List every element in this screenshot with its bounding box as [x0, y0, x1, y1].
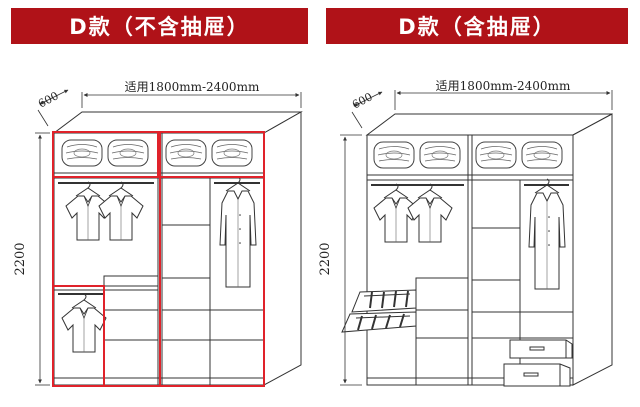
left-title: D款（不含抽屉）	[69, 15, 250, 39]
left-depth: 600	[36, 89, 61, 110]
left-height: 2200	[13, 242, 28, 275]
left-towel-1	[61, 139, 103, 167]
left-towel-2	[107, 139, 149, 167]
right-depth: 600	[350, 90, 375, 111]
right-height: 2200	[318, 242, 333, 275]
right-drawers	[503, 339, 573, 387]
right-towel-3	[475, 141, 517, 169]
right-pull-out-trays	[341, 289, 417, 333]
left-title-banner: D款（不含抽屉）	[11, 8, 308, 44]
right-title-banner: D款（含抽屉）	[326, 8, 628, 44]
left-towel-3	[165, 139, 207, 167]
right-towel-1	[373, 141, 415, 169]
right-size-range: 适用1800mm-2400mm	[436, 79, 571, 93]
right-towel-2	[419, 141, 461, 169]
left-highlight-outline	[52, 131, 265, 387]
left-dimension-lines	[35, 89, 302, 386]
right-towel-4	[521, 141, 563, 169]
right-title: D款（含抽屉）	[398, 15, 556, 39]
left-size-range: 适用1800mm-2400mm	[125, 80, 260, 94]
right-dimension-lines	[340, 90, 613, 386]
left-towel-4	[211, 139, 253, 167]
